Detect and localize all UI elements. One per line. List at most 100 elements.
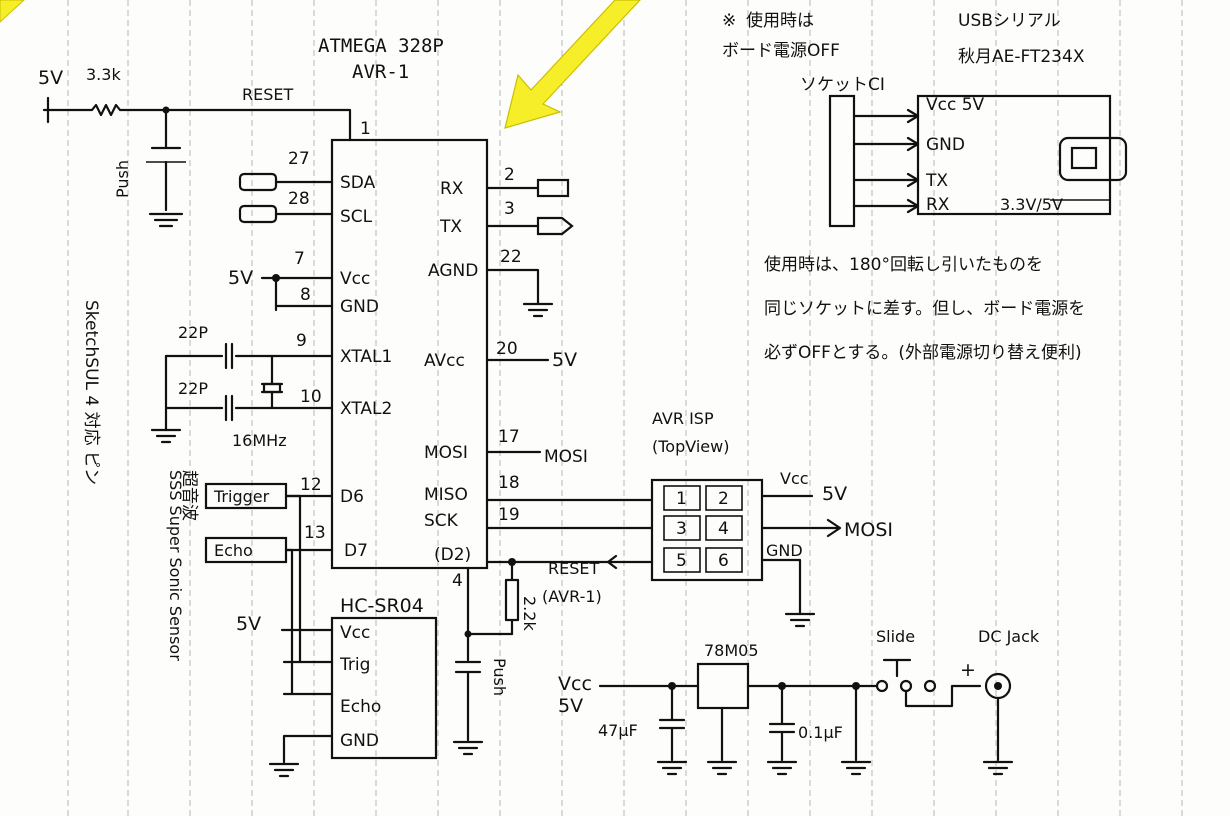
regulator-body xyxy=(696,662,750,710)
pin-7-num: 7 xyxy=(294,249,305,269)
pulldown-switch-label: Push xyxy=(490,658,509,696)
ground-icon xyxy=(148,212,184,228)
ground-icon xyxy=(522,302,554,318)
supply-5v-label: 5V xyxy=(38,67,63,89)
isp-subtitle: (TopView) xyxy=(652,437,729,456)
usb-module-body xyxy=(916,94,1112,216)
isp-pin-4: 4 xyxy=(718,519,729,539)
board-title: AVR-1 xyxy=(352,61,409,83)
sensor-pin-trig: Trig xyxy=(339,655,370,675)
ground-icon xyxy=(840,760,872,776)
pin-sck-name: SCK xyxy=(424,511,459,531)
rx-connector-icon xyxy=(536,178,570,198)
pin-rx-name: RX xyxy=(440,179,464,199)
echo-signal-label: Echo xyxy=(214,541,253,560)
usb-port-icon xyxy=(1058,136,1128,182)
socket-header-body xyxy=(828,94,856,228)
pin-vcc-name: Vcc xyxy=(340,269,370,289)
pin-12-num: 12 xyxy=(300,475,322,495)
reset-net-label: RESET xyxy=(242,85,293,104)
sensor-side-label-2: 超音波 xyxy=(179,470,199,521)
isp-mosi-label: MOSI xyxy=(844,519,893,541)
electrolytic-cap-label: 47μF xyxy=(598,721,638,740)
ground-icon xyxy=(150,428,182,444)
usb-pin-gnd: GND xyxy=(926,135,965,155)
crystal-freq-label: 16MHz xyxy=(232,431,287,450)
mcu-pin-1-num: 1 xyxy=(360,119,371,139)
sensor-supply-label: 5V xyxy=(236,613,261,635)
ground-icon xyxy=(982,760,1014,776)
ground-icon xyxy=(706,760,738,776)
switch-terminal-icon xyxy=(875,679,889,693)
pin-xtal2-name: XTAL2 xyxy=(340,399,392,419)
pin-22-num: 22 xyxy=(500,247,522,267)
pulldown-resistor-label: 2.2k xyxy=(520,596,539,631)
usb-serial-module: 秋月AE-FT234X xyxy=(958,47,1085,67)
dc-jack-label: DC Jack xyxy=(978,627,1040,646)
ground-icon xyxy=(766,760,798,776)
regulator-vcc-label: Vcc xyxy=(558,673,592,695)
reset-resistor-label: 3.3k xyxy=(86,65,121,84)
usb-serial-title: USBシリアル xyxy=(958,11,1061,31)
avcc-5v-label: 5V xyxy=(552,349,577,371)
isp-title: AVR ISP xyxy=(652,409,714,428)
pin-d6-name: D6 xyxy=(340,487,364,507)
pin-d2-name: (D2) xyxy=(434,545,471,565)
sensor-name: HC-SR04 xyxy=(340,595,424,617)
isp-gnd-label: GND xyxy=(766,541,803,560)
sensor-pin-gnd: GND xyxy=(340,731,379,751)
isp-pin-6: 6 xyxy=(718,551,729,571)
pin-10-num: 10 xyxy=(300,387,322,407)
reset-button-label: Push xyxy=(113,160,132,198)
usb-serial-section: ※ 使用時は ボード電源OFF ソケットCI USBシリアル 秋月AE-FT23… xyxy=(722,10,1128,363)
highlight-arrows xyxy=(0,0,641,129)
tx-connector-icon xyxy=(536,216,574,236)
pin-avcc-name: AVcc xyxy=(424,351,465,371)
pin-28-num: 28 xyxy=(288,189,310,209)
isp-vcc-label: Vcc xyxy=(780,469,809,488)
switch-terminal-icon xyxy=(923,679,937,693)
hc-sr04-module: HC-SR04 Vcc Trig Echo GND 5V xyxy=(236,494,438,778)
notebook-ruled-lines xyxy=(67,0,1183,817)
scl-connector-icon xyxy=(238,204,278,224)
mcu-right-pins: RX 2 TX 3 AGND 22 AVcc 20 5V MOSI 17 MOS… xyxy=(424,165,654,756)
ground-icon xyxy=(656,760,688,776)
pin-miso-name: MISO xyxy=(424,485,468,505)
vcc-5v-label: 5V xyxy=(228,267,253,289)
plus-sign: + xyxy=(960,659,976,681)
usb-socket-header: ソケットCI xyxy=(800,75,885,95)
mosi-net-label: MOSI xyxy=(544,447,588,467)
usb-pin-note: 3.3V/5V xyxy=(1000,195,1063,214)
slide-switch-label: Slide xyxy=(876,627,915,646)
trigger-signal-label: Trigger xyxy=(213,487,270,506)
regulator-part-label: 78M05 xyxy=(704,641,759,660)
pin-20-num: 20 xyxy=(496,339,518,359)
usb-desc-line-1: 使用時は、180°回転し引いたものを xyxy=(764,254,1043,275)
usb-pin-vcc: Vcc 5V xyxy=(926,95,985,115)
reset-circuit: 5V 3.3k RESET Push 1 xyxy=(38,65,371,228)
isp-pin-2: 2 xyxy=(718,489,729,509)
sensor-pin-echo: Echo xyxy=(340,697,381,717)
pin-8-num: 8 xyxy=(300,285,311,305)
ceramic-cap-label: 0.1μF xyxy=(798,723,843,742)
usb-note-mark: ※ xyxy=(722,11,736,31)
usb-pin-tx: TX xyxy=(925,171,948,191)
isp-pin-1: 1 xyxy=(676,489,687,509)
usb-note-2: ボード電源OFF xyxy=(722,41,840,61)
mcu-body xyxy=(330,138,489,570)
pin-2-num: 2 xyxy=(504,165,515,185)
isp-reset-target: (AVR-1) xyxy=(542,587,602,606)
pin-9-num: 9 xyxy=(296,331,307,351)
side-labels: SSS Super Sonic Sensor 超音波 SketchSUL 4 対… xyxy=(81,300,199,661)
pin-4-num: 4 xyxy=(452,571,463,591)
sensor-pin-vcc: Vcc xyxy=(340,623,370,643)
pin-d7-name: D7 xyxy=(344,541,368,561)
usb-pin-rx: RX xyxy=(926,195,950,215)
sensor-body xyxy=(330,616,438,760)
pin-scl-name: SCL xyxy=(340,207,373,227)
left-arrow-icon xyxy=(0,0,25,23)
pin-mosi-name: MOSI xyxy=(424,443,468,463)
regulator-vcc-value: 5V xyxy=(558,695,583,717)
